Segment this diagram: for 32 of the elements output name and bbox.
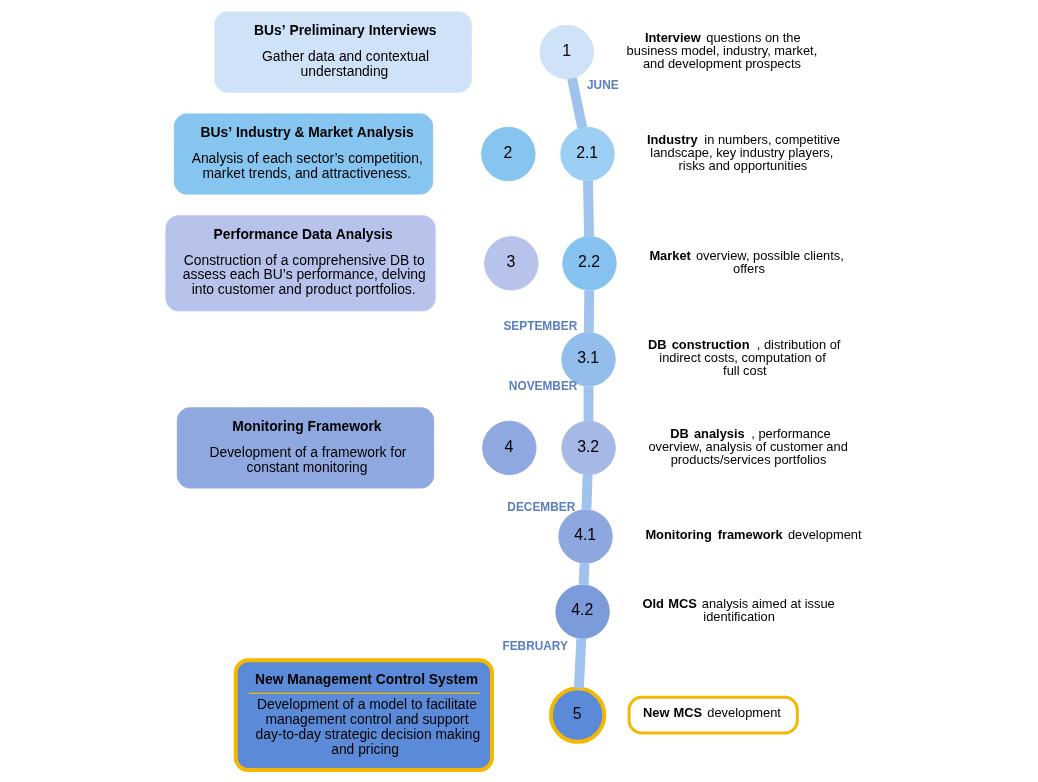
node-label: Interview questions on the business model, industry, market, and development prospects [626, 30, 818, 71]
connector [578, 563, 590, 585]
connector [573, 638, 587, 689]
node-label: DB analysis, performance overview, analysis of customer and products/services portfolios [648, 425, 848, 467]
node-circle: 4.2 [555, 584, 610, 639]
edge-label: SEPTEMBER [503, 319, 578, 334]
connector [567, 77, 588, 129]
node-circle: 5 [548, 686, 607, 744]
edge-label: JUNE [587, 78, 619, 93]
node-label: Industry in numbers, competitive landscape, key industry players, risks and opportunities [646, 131, 841, 173]
node-label: Monitoring framework development [645, 526, 862, 542]
connector [583, 290, 595, 333]
node-box: BUs’ Industry & Market Analysis Analysis of each sector’s competition, market trends, and attractiveness. [173, 113, 434, 195]
node-circle: 2.1 [560, 126, 615, 182]
node-label: DB construction, distribution of indirect costs, computation of full cost [647, 337, 841, 379]
node-circle: 3.2 [561, 420, 616, 476]
node-circle: 2 [481, 126, 536, 182]
node-box: BUs’ Preliminary Interviews Gather data and contextual understanding [214, 11, 472, 93]
node-circle: 4 [482, 420, 537, 476]
node-circle: 2.2 [562, 236, 617, 291]
connector [583, 180, 594, 237]
node-box: New Management Control System Development of a model to facilitate management control and support day-to-day strategic decision making and pricing [233, 658, 494, 772]
edge-label: FEBRUARY [502, 638, 568, 653]
node-label: Market overview, possible clients, offers [649, 247, 844, 276]
connector [581, 474, 593, 510]
node-box: Monitoring Framework Development of a framework for constant monitoring [176, 407, 435, 489]
node-box: Performance Data Analysis Construction of a comprehensive DB to assess each BU’s performance, delving into customer and product portfolios. [165, 215, 436, 312]
node-circle: 1 [539, 24, 594, 80]
node-label: Old MCS analysis aimed at issue identification [642, 596, 835, 624]
node-box: New MCS development [627, 695, 799, 735]
connector [583, 386, 594, 421]
node-circle: 3 [484, 236, 539, 291]
